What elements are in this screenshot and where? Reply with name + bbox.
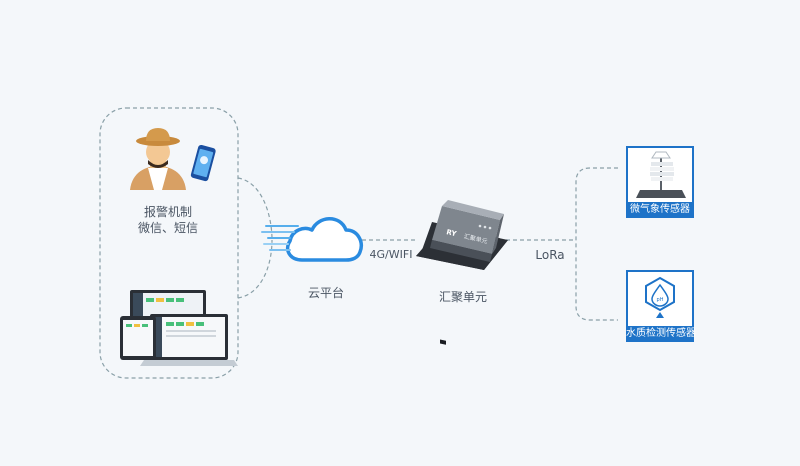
connector-alert-cloud xyxy=(237,177,273,241)
weather-station-icon xyxy=(636,151,686,198)
alert-mechanism-label: 报警机制 微信、短信 xyxy=(128,204,208,236)
farmer-person-icon xyxy=(130,128,186,190)
tablet-icon xyxy=(120,316,156,360)
cloud-platform-icon xyxy=(261,217,363,262)
gateway-brand-logo: RY xyxy=(446,228,459,238)
link-4g-wifi-label: 4G/WIFI xyxy=(369,248,413,261)
alert-line-2: 微信、短信 xyxy=(137,221,198,235)
sensor-water-label: 水质检测传感器 xyxy=(626,326,696,342)
water-quality-icon: pH xyxy=(645,276,675,318)
gateway-label: 汇聚单元 xyxy=(438,290,487,304)
link-lora-label: LoRa xyxy=(535,248,565,262)
sensor-weather-label: 微气象传感器 xyxy=(626,202,694,218)
connector-apps-cloud xyxy=(237,239,273,299)
smartphone-icon xyxy=(190,144,216,182)
svg-text:pH: pH xyxy=(657,297,664,303)
monitor-icon xyxy=(140,314,238,366)
connector-sensor-branch xyxy=(575,167,618,321)
sensor-card-weather: 微气象传感器 xyxy=(626,146,694,218)
cloud-platform-label: 云平台 xyxy=(307,286,344,300)
alert-line-1: 报警机制 xyxy=(143,205,192,219)
user-group-box xyxy=(99,107,239,379)
gateway-device-icon: RY 汇聚单元 xyxy=(416,200,508,345)
